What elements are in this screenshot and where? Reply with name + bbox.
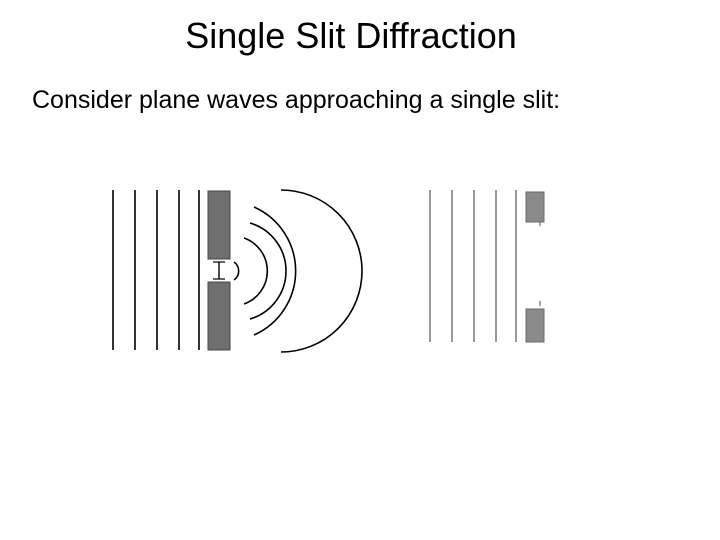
incoming-plane-waves <box>112 190 200 350</box>
circular-wavefront <box>233 261 240 281</box>
circular-wavefront <box>280 189 363 353</box>
wall-lower <box>525 308 545 343</box>
right-slit-figure <box>429 190 545 343</box>
barrier-lower <box>207 281 231 351</box>
circular-wavefront <box>249 222 287 320</box>
slide-intro-text: Consider plane waves approaching a singl… <box>32 86 561 114</box>
circular-wavefront <box>243 237 269 305</box>
wall-upper <box>525 191 545 223</box>
slide-title: Single Slit Diffraction <box>185 15 517 56</box>
left-diffraction-figure <box>112 189 363 353</box>
circular-wavefront <box>253 206 297 336</box>
circular-wavefronts <box>233 189 363 353</box>
plane-waves-right <box>429 190 517 342</box>
barrier-upper <box>207 190 231 260</box>
